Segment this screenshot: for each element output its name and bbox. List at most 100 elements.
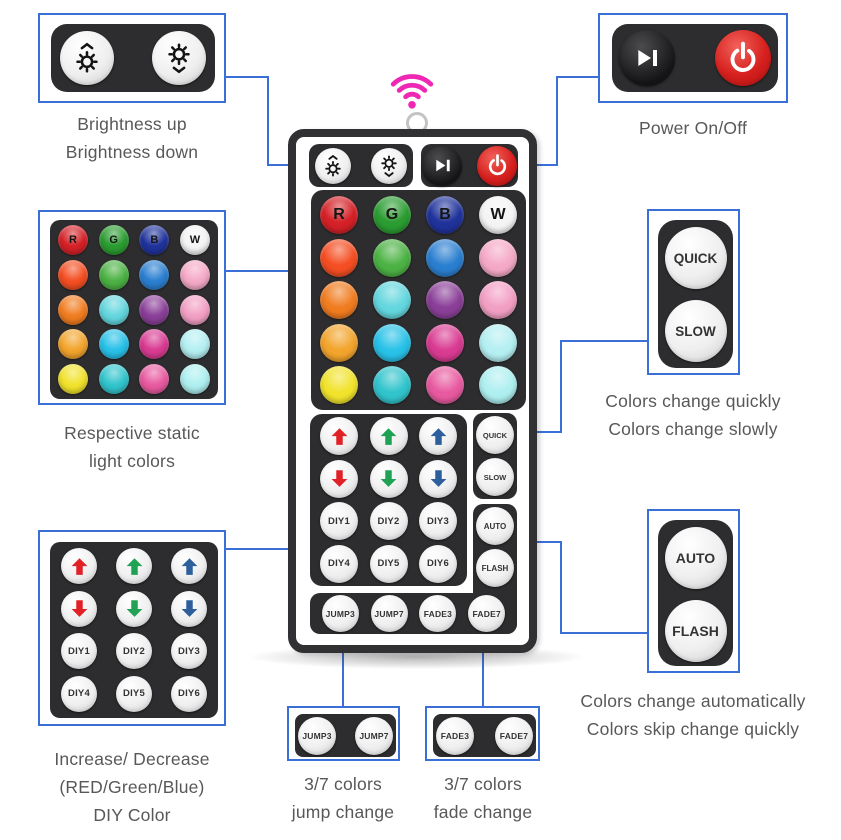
color-button-B[interactable]: B	[139, 225, 170, 255]
color-button-c7[interactable]	[139, 259, 170, 290]
color-button-c11[interactable]	[139, 294, 170, 325]
color-button-R[interactable]: R	[320, 196, 358, 234]
diy-button-diy3[interactable]: DIY3	[419, 502, 457, 541]
diy-button-diy5[interactable]: DIY5	[369, 544, 408, 583]
red-up-arrow-button[interactable]	[320, 417, 358, 455]
green-up-arrow-button[interactable]	[116, 548, 152, 584]
blue-down-arrow-button[interactable]	[171, 590, 207, 627]
color-button-c5[interactable]	[320, 238, 358, 277]
color-button-c12[interactable]	[479, 281, 517, 319]
diy-button-diy1[interactable]: DIY1	[61, 633, 97, 670]
caption-line: jump change	[291, 802, 395, 822]
fade3-button[interactable]: FADE3	[436, 716, 474, 755]
connector-quick-slow	[560, 340, 647, 342]
color-button-c5[interactable]	[58, 259, 88, 290]
diy-button-diy3[interactable]: DIY3	[171, 633, 207, 670]
fade3-button[interactable]: FADE3	[419, 595, 457, 632]
color-button-W[interactable]: W	[179, 225, 210, 255]
color-button-c19[interactable]	[139, 364, 170, 394]
brightness-up-button[interactable]	[315, 147, 351, 184]
color-button-c14[interactable]	[98, 329, 129, 360]
color-button-c19[interactable]	[426, 366, 464, 404]
fade7-button[interactable]: FADE7	[468, 595, 506, 632]
color-button-c15[interactable]	[139, 329, 170, 360]
red-down-arrow-button[interactable]	[61, 590, 97, 627]
color-button-c11[interactable]	[426, 281, 464, 319]
auto-button[interactable]: AUTO	[664, 527, 727, 589]
power-button[interactable]	[477, 145, 517, 186]
color-button-c16[interactable]	[179, 329, 210, 360]
jump7-button[interactable]: JUMP7	[370, 595, 408, 632]
diy-button-diy4[interactable]: DIY4	[320, 544, 358, 583]
brightness-down-button[interactable]	[371, 147, 407, 184]
color-button-R[interactable]: R	[58, 225, 88, 255]
brightness-callout	[38, 13, 226, 103]
color-button-G[interactable]: G	[98, 225, 129, 255]
color-button-c8[interactable]	[479, 238, 517, 277]
brightness-down-button[interactable]	[152, 31, 206, 85]
quick-button[interactable]: QUICK	[476, 416, 514, 454]
color-button-c10[interactable]	[373, 281, 411, 319]
play-pause-button[interactable]	[422, 145, 462, 186]
color-button-B[interactable]: B	[426, 196, 464, 234]
color-button-c18[interactable]	[373, 366, 411, 404]
color-button-c15[interactable]	[426, 323, 464, 362]
fade7-button[interactable]: FADE7	[495, 716, 533, 755]
play-pause-button[interactable]	[619, 30, 675, 86]
green-down-arrow-button[interactable]	[116, 590, 152, 627]
power-button[interactable]	[715, 30, 771, 86]
blue-up-arrow-button[interactable]	[171, 548, 207, 584]
red-up-arrow-button[interactable]	[61, 548, 97, 584]
flash-button[interactable]: FLASH	[476, 549, 514, 587]
green-down-arrow-button[interactable]	[369, 459, 408, 498]
blue-down-arrow-button[interactable]	[419, 459, 457, 498]
diy-button-diy4[interactable]: DIY4	[61, 675, 97, 712]
slow-button[interactable]: SLOW	[664, 300, 727, 362]
auto-button[interactable]: AUTO	[476, 507, 514, 545]
color-button-c20[interactable]	[179, 364, 210, 394]
flash-button[interactable]: FLASH	[664, 600, 727, 662]
blue-up-arrow-button[interactable]	[419, 417, 457, 455]
arrow-up-icon	[428, 426, 449, 447]
diy-button-diy2[interactable]: DIY2	[369, 502, 408, 541]
color-button-c8[interactable]	[179, 259, 210, 290]
brightness-callout-pill	[51, 24, 215, 92]
diy-button-diy2[interactable]: DIY2	[116, 633, 152, 670]
diy-button-diy6[interactable]: DIY6	[171, 675, 207, 712]
arrow-up-icon	[69, 556, 90, 577]
jump-callout: JUMP3 JUMP7	[287, 706, 400, 761]
color-button-c18[interactable]	[98, 364, 129, 394]
quick-button[interactable]: QUICK	[664, 227, 727, 289]
color-button-c12[interactable]	[179, 294, 210, 325]
diy-button-diy5[interactable]: DIY5	[116, 675, 152, 712]
color-button-W[interactable]: W	[479, 196, 517, 234]
color-button-c10[interactable]	[98, 294, 129, 325]
diy-button-diy6[interactable]: DIY6	[419, 544, 457, 583]
color-button-c13[interactable]	[58, 329, 88, 360]
color-button-G[interactable]: G	[373, 196, 411, 234]
color-button-c17[interactable]	[58, 364, 88, 394]
caption-line: (RED/Green/Blue)	[59, 777, 205, 797]
color-button-c6[interactable]	[98, 259, 129, 290]
color-button-c6[interactable]	[373, 238, 411, 277]
color-button-c20[interactable]	[479, 366, 517, 404]
color-button-c17[interactable]	[320, 366, 358, 404]
color-button-c9[interactable]	[58, 294, 88, 325]
red-down-arrow-button[interactable]	[320, 459, 358, 498]
color-button-c9[interactable]	[320, 281, 358, 319]
arrow-down-icon	[329, 468, 350, 489]
jump7-button[interactable]: JUMP7	[355, 716, 393, 755]
jump3-button[interactable]: JUMP3	[298, 716, 336, 755]
color-button-c7[interactable]	[426, 238, 464, 277]
color-button-c13[interactable]	[320, 323, 358, 362]
arrow-down-icon	[378, 468, 399, 489]
brightness-up-button[interactable]	[60, 31, 114, 85]
color-button-c14[interactable]	[373, 323, 411, 362]
color-button-c16[interactable]	[479, 323, 517, 362]
slow-button[interactable]: SLOW	[476, 458, 514, 496]
play-pause-icon	[431, 154, 454, 177]
jump3-button[interactable]: JUMP3	[321, 595, 359, 632]
diy-button-diy1[interactable]: DIY1	[320, 502, 358, 541]
green-up-arrow-button[interactable]	[369, 417, 408, 455]
